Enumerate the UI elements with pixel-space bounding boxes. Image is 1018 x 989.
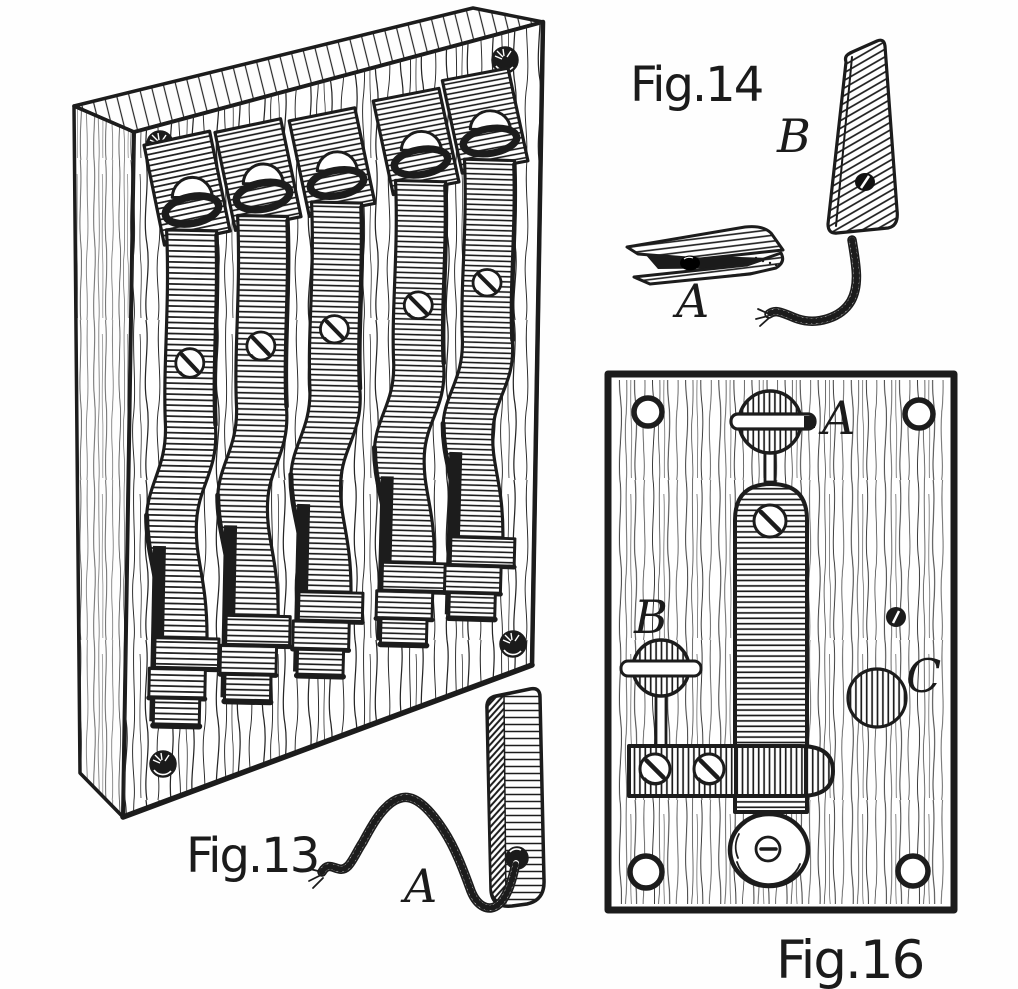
fig16-part-c-label: C <box>906 649 941 703</box>
fig16-thumbscrew-b <box>619 638 703 748</box>
fig16-small-hole <box>886 607 906 627</box>
fig14-strip-fold-line <box>835 56 853 227</box>
fig13-caption: Fig.13 <box>186 828 318 884</box>
fig13-part-a-label: A <box>400 859 437 913</box>
fig16-hole-c <box>846 667 908 729</box>
fig13-strip-edge <box>487 695 507 904</box>
fig16-keeper-bar <box>627 744 835 798</box>
fig16-keeper-screw <box>694 754 724 784</box>
fig13-detached-strip <box>485 686 546 908</box>
fig13-corner-hole <box>499 630 527 658</box>
fig14-clip-a <box>625 225 785 286</box>
fig14-part-a-label: A <box>672 274 709 328</box>
fig16-part-b-label: B <box>633 590 668 644</box>
fig16-keeper-screw <box>640 754 670 784</box>
fig14-caption: Fig.14 <box>630 57 762 113</box>
fig14-cord-frayed-end <box>755 308 770 327</box>
fig14-clip-rivet <box>680 255 700 271</box>
fig16-part-a-label: A <box>818 391 855 445</box>
fig16-foot-disc <box>727 811 811 889</box>
fig16-corner-hole <box>631 395 665 429</box>
fig14-clip-upper-leaf <box>625 225 785 261</box>
fig14-cord <box>755 235 862 327</box>
fig16-thumbscrew-a <box>729 389 817 484</box>
fig13-board <box>72 6 546 820</box>
fig16-corner-hole <box>627 853 665 891</box>
fig16-corner-hole <box>895 853 931 889</box>
fig16-plate: A B C <box>604 370 958 914</box>
fig13-cord-frayed-end <box>308 868 324 889</box>
fig16-bolt <box>733 482 809 814</box>
fig16-bolt-screw <box>752 503 788 539</box>
fig16-caption: Fig.16 <box>776 930 923 989</box>
fig13-corner-hole <box>149 750 177 778</box>
fig16-corner-hole <box>902 397 936 431</box>
fig14-part-b-label: B <box>776 109 811 163</box>
fig14-clip-lower-leaf <box>632 251 785 286</box>
fig14-strip-b <box>826 38 899 235</box>
fig13-cord <box>308 792 521 913</box>
